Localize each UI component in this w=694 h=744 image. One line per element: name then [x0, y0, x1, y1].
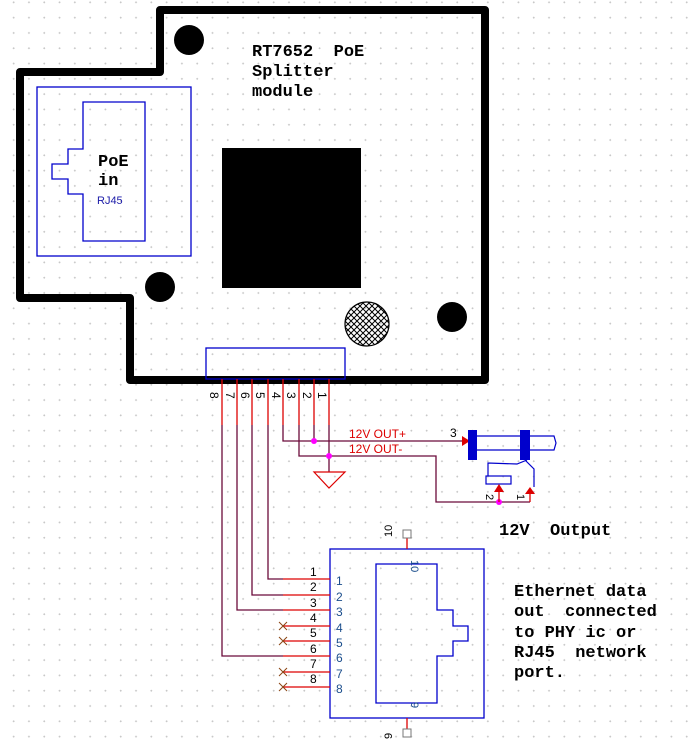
dc-jack-barrel	[477, 435, 557, 451]
module-title-line-3: module	[252, 83, 313, 102]
ethernet-pin-9-pad	[402, 728, 412, 738]
ethernet-pin-number-1: 1	[336, 574, 343, 588]
poe-in-outer	[36, 86, 192, 257]
ethernet-inner-top-label: 10	[408, 560, 420, 572]
no-connect-pin-8	[278, 682, 288, 692]
junction-out-plus	[311, 438, 317, 444]
wire-pin6-to-eth2	[251, 425, 283, 596]
ethernet-note-line-1: Ethernet data	[514, 583, 647, 602]
ethernet-pin-number-4: 4	[336, 621, 343, 635]
header-pin-label-1: 1	[315, 392, 329, 399]
ethernet-pin-number-5: 5	[336, 636, 343, 650]
hatched-hole	[344, 301, 390, 347]
wires	[221, 425, 530, 657]
ethernet-wire-label-7: 7	[310, 657, 317, 671]
poe-in-part: RJ45	[97, 195, 123, 207]
ethernet-pin-10-pad	[402, 529, 412, 539]
ethernet-pin-number-8: 8	[336, 682, 343, 696]
ethernet-wire-label-3: 3	[310, 596, 317, 610]
splitter-chip	[222, 148, 361, 288]
dc-output-caption: 12V Output	[499, 522, 611, 541]
no-connect-pin-5	[278, 636, 288, 646]
ethernet-note-line-3: to PHY ic or	[514, 624, 636, 643]
net-label-out-plus: 12V OUT+	[349, 427, 406, 441]
ethernet-inner-bottom-label: 9	[408, 702, 420, 708]
ethernet-wire-label-6: 6	[310, 642, 317, 656]
ethernet-pin-number-6: 6	[336, 651, 343, 665]
header-connector	[205, 347, 346, 380]
header-pin-label-6: 6	[238, 392, 252, 399]
dc-jack-switch	[487, 459, 535, 487]
ethernet-connector-outer	[329, 548, 485, 719]
mounting-hole-right	[437, 302, 467, 332]
header-pin-label-3: 3	[284, 392, 298, 399]
wire-pin8-to-eth6	[221, 425, 283, 657]
dc-jack-spring	[485, 475, 512, 485]
wire-pin7-to-eth3	[236, 425, 283, 611]
ethernet-note-line-4: RJ45 network	[514, 644, 647, 663]
header-pin-label-4: 4	[269, 392, 283, 399]
dc-jack-rear	[520, 430, 530, 460]
header-pin-label-5: 5	[253, 392, 267, 399]
ethernet-wire-label-1: 1	[310, 565, 317, 579]
header-pin-label-7: 7	[223, 392, 237, 399]
ethernet-pin-number-2: 2	[336, 590, 343, 604]
dc-jack-pin3-label: 3	[450, 426, 457, 440]
no-connect-pin-7	[278, 667, 288, 677]
poe-in-label-1: PoE	[98, 153, 129, 172]
header-pin-label-2: 2	[300, 392, 314, 399]
dc-jack-front	[468, 430, 477, 460]
no-connect-pin-4	[278, 621, 288, 631]
ethernet-top-pin-label: 10	[383, 525, 395, 537]
ethernet-wire-label-5: 5	[310, 626, 317, 640]
ethernet-bottom-pin-label: 9	[383, 733, 395, 739]
poe-in-label-2: in	[98, 172, 118, 191]
dc-jack-pin3-arrow	[462, 436, 470, 446]
ethernet-pins	[283, 578, 330, 688]
ethernet-jack-shape	[375, 563, 469, 704]
header-pins	[221, 379, 330, 425]
wire-12v-out-plus	[282, 425, 468, 442]
dc-jack-pin2-arrow	[494, 484, 504, 492]
ethernet-note-line-2: out connected	[514, 603, 657, 622]
ethernet-pin-number-7: 7	[336, 667, 343, 681]
mounting-hole-left	[145, 272, 175, 302]
module-board-outline	[16, 6, 489, 384]
module-title-line-1: RT7652 PoE	[252, 43, 364, 62]
net-label-out-minus: 12V OUT-	[349, 442, 402, 456]
ethernet-wire-label-2: 2	[310, 580, 317, 594]
header-pin-label-8: 8	[207, 392, 221, 399]
ethernet-note-line-5: port.	[514, 664, 565, 683]
ethernet-pin-number-3: 3	[336, 605, 343, 619]
wire-12v-out-minus	[298, 425, 530, 503]
mounting-hole-top	[174, 25, 204, 55]
module-title-line-2: Splitter	[252, 63, 334, 82]
dc-jack-pin1-label: 1	[514, 494, 526, 500]
dc-jack: 3 2 1	[450, 426, 557, 502]
junction-out-minus	[326, 453, 332, 459]
ethernet-wire-label-8: 8	[310, 672, 317, 686]
ground-icon	[312, 471, 347, 489]
poe-in-jack-shape	[51, 101, 146, 242]
ethernet-wire-label-4: 4	[310, 611, 317, 625]
dc-jack-pin2-label: 2	[483, 494, 495, 500]
wire-pin5-to-eth1	[267, 425, 283, 580]
dc-jack-pin1-arrow	[525, 487, 535, 494]
